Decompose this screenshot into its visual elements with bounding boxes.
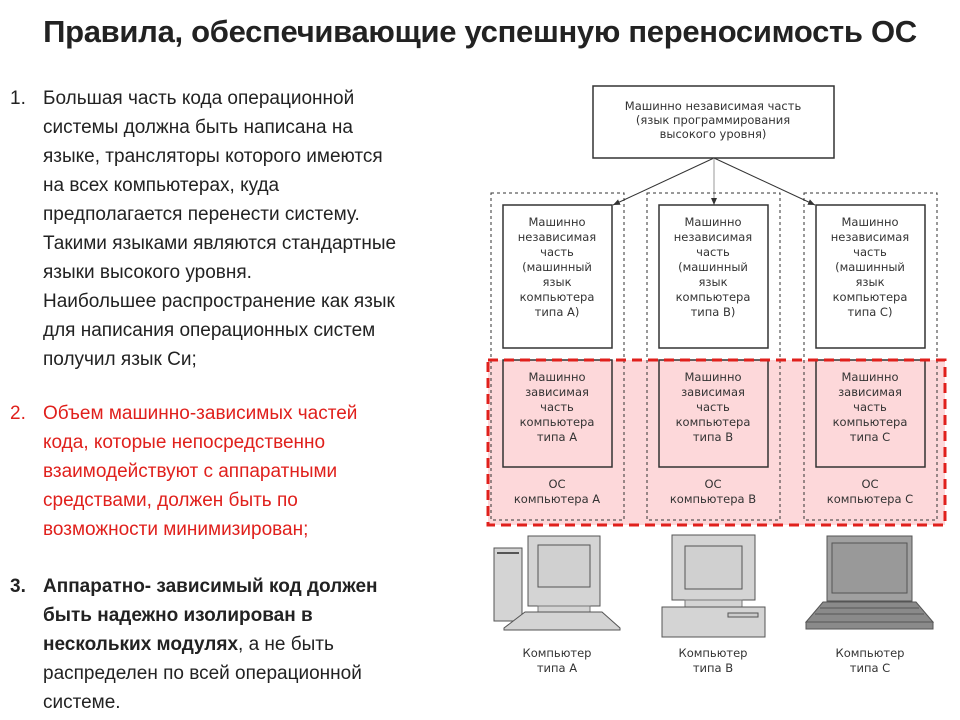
- computer-label: Компьютер: [679, 646, 748, 660]
- rule-line: Такими языками являются стандартные: [43, 233, 397, 254]
- os-boundary: [803, 192, 938, 521]
- dependent-part-text: часть: [696, 400, 730, 414]
- independent-part-text: компьютера: [520, 290, 595, 304]
- computer-label: типа B: [693, 661, 733, 675]
- os-boundary: [646, 192, 781, 521]
- independent-part-text: независимая: [831, 230, 909, 244]
- dependent-part-box: [815, 359, 926, 468]
- independent-part-text: (машинный: [522, 260, 592, 274]
- independent-part-text: часть: [853, 245, 887, 259]
- rule-number: 1.: [10, 88, 26, 109]
- independent-part-box: [658, 204, 769, 349]
- rule-line: взаимодействуют с аппаратными: [43, 461, 338, 482]
- rule-line: получил язык Си;: [43, 349, 197, 370]
- rule-number: 3.: [10, 576, 26, 597]
- arrow-c: [713, 157, 816, 206]
- computer-label: Компьютер: [836, 646, 905, 660]
- rule-line: распределен по всей операционной: [43, 663, 362, 684]
- dependent-part-text: зависимая: [525, 385, 589, 399]
- normal-segment: , а не быть: [238, 634, 334, 655]
- os-label: компьютера B: [670, 492, 756, 506]
- top-box-text: высокого уровня): [660, 127, 767, 141]
- independent-part-text: компьютера: [676, 290, 751, 304]
- dependent-part-text: Машинно: [841, 370, 898, 384]
- rule-line: средствами, должен быть по: [43, 490, 298, 511]
- computer-label: типа A: [537, 661, 577, 675]
- independent-part-text: часть: [540, 245, 574, 259]
- arrow-a: [612, 157, 715, 206]
- dependent-part-text: зависимая: [681, 385, 745, 399]
- rule-line: языки высокого уровня.: [43, 262, 252, 283]
- independent-part-text: (машинный: [678, 260, 748, 274]
- independent-part-text: типа B): [691, 305, 736, 319]
- desktop-computer-icon: [661, 534, 766, 638]
- os-label: ОС: [548, 477, 565, 491]
- dependent-part-text: типа A: [537, 430, 577, 444]
- dependent-part-text: компьютера: [676, 415, 751, 429]
- dependent-part-text: Машинно: [684, 370, 741, 384]
- red-dashed-border: [486, 358, 947, 527]
- dependent-part-text: компьютера: [833, 415, 908, 429]
- os-label: ОС: [704, 477, 721, 491]
- dependent-part-text: типа B: [693, 430, 733, 444]
- independent-part-text: (машинный: [835, 260, 905, 274]
- os-label: компьютера C: [827, 492, 913, 506]
- rule-line: на всех компьютерах, куда: [43, 175, 280, 196]
- dependent-part-text: Машинно: [528, 370, 585, 384]
- rule-line: Объем машинно-зависимых частей: [43, 403, 358, 424]
- rule-text: Аппаратно- зависимый код должен быть над…: [43, 572, 378, 717]
- rule-line: кода, которые непосредственно: [43, 432, 326, 453]
- independent-part-text: независимая: [674, 230, 752, 244]
- rule-line: системе.: [43, 692, 121, 713]
- dependent-part-text: часть: [540, 400, 574, 414]
- desktop-tower-icon: [493, 535, 621, 631]
- os-label: компьютера A: [514, 492, 600, 506]
- dependent-part-text: зависимая: [838, 385, 902, 399]
- rule-line: Аппаратно- зависимый код должен: [43, 576, 378, 597]
- rule-line: Большая часть кода операционной: [43, 88, 355, 109]
- independent-part-text: типа C): [848, 305, 893, 319]
- computer-label: Компьютер: [523, 646, 592, 660]
- independent-part-text: часть: [696, 245, 730, 259]
- laptop-icon: [804, 535, 935, 630]
- os-boundary: [490, 192, 625, 521]
- top-box-text: (язык программирования: [636, 113, 790, 127]
- dependent-part-text: часть: [853, 400, 887, 414]
- rule-text: Объем машинно-зависимых частей кода, кото…: [43, 399, 357, 544]
- independent-part-text: язык: [542, 275, 571, 289]
- rule-line: быть надежно изолирован в: [43, 605, 313, 626]
- independent-part-text: компьютера: [833, 290, 908, 304]
- rule-line: Наибольшее распространение как язык: [43, 291, 395, 312]
- rule-text: Большая часть кода операционной системы д…: [43, 84, 396, 374]
- dependent-part-box: [502, 359, 613, 468]
- independent-part-text: язык: [698, 275, 727, 289]
- top-box-text: Машинно независимая часть: [625, 99, 802, 113]
- dependent-part-text: типа C: [850, 430, 890, 444]
- independent-part-text: независимая: [518, 230, 596, 244]
- rule-line: нескольких модулях, а не быть: [43, 630, 378, 659]
- independent-part-text: Машинно: [528, 215, 585, 229]
- independent-part-box: [502, 204, 613, 349]
- independent-part-box: [815, 204, 926, 349]
- slide-title: Правила, обеспечивающие успешную перенос…: [43, 14, 917, 49]
- bold-segment: нескольких модулях: [43, 634, 239, 655]
- dependent-part-text: компьютера: [520, 415, 595, 429]
- rule-line: предполагается перенести систему.: [43, 204, 360, 225]
- independent-part-text: Машинно: [841, 215, 898, 229]
- rule-line: возможности минимизирован;: [43, 519, 309, 540]
- rule-line: системы должна быть написана на: [43, 117, 353, 138]
- rule-line: языке, трансляторы которого имеются: [43, 146, 383, 167]
- top-box: [592, 85, 835, 159]
- independent-part-text: Машинно: [684, 215, 741, 229]
- rule-number: 2.: [10, 403, 26, 424]
- rule-line: для написания операционных систем: [43, 320, 376, 341]
- independent-part-text: язык: [855, 275, 884, 289]
- os-label: ОС: [861, 477, 878, 491]
- computer-label: типа C: [850, 661, 890, 675]
- independent-part-text: типа A): [535, 305, 580, 319]
